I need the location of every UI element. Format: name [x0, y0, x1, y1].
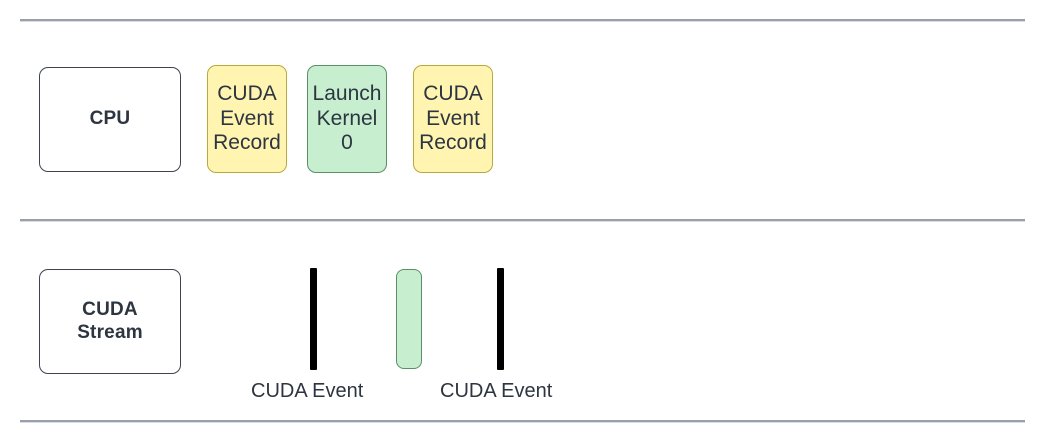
lane-separator-bottom [20, 420, 1025, 422]
lane-separator-middle [20, 219, 1025, 221]
stream-marker-caption-2: CUDA Event [440, 380, 553, 402]
lane-label-cuda-stream: CUDA Stream [39, 269, 181, 374]
cpu-block-cuda-event-record-2: CUDA Event Record [413, 65, 493, 173]
cpu-block-launch-kernel-0: Launch Kernel 0 [307, 65, 387, 173]
stream-marker-kernel-0 [396, 269, 422, 369]
lane-label-cpu: CPU [39, 67, 181, 172]
lane-separator-top [20, 19, 1025, 21]
stream-marker-cuda-event-2 [497, 268, 504, 370]
cpu-block-cuda-event-record-1: CUDA Event Record [207, 65, 287, 173]
stream-marker-caption-1: CUDA Event [251, 380, 364, 402]
stream-marker-cuda-event-1 [310, 268, 317, 370]
